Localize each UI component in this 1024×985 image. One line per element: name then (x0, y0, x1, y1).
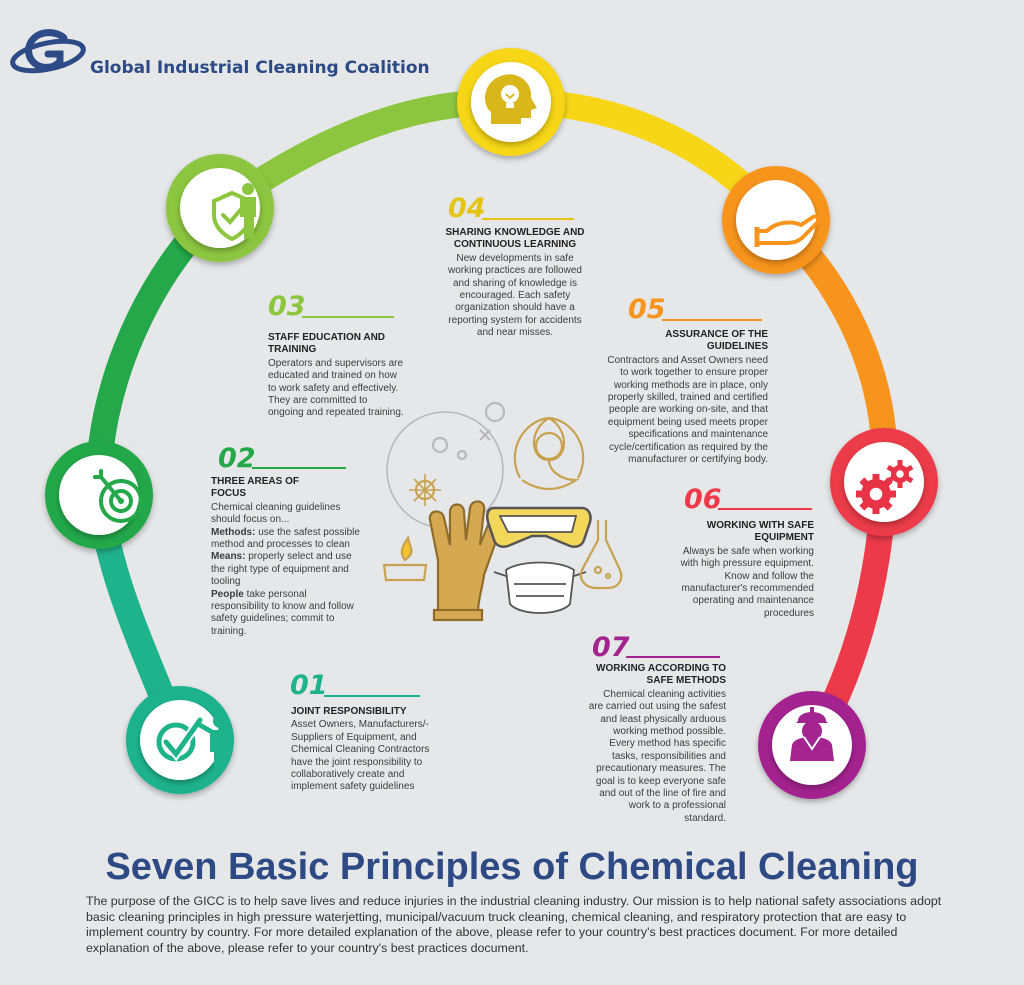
page-title: Seven Basic Principles of Chemical Clean… (105, 846, 919, 888)
principle-circle (45, 441, 153, 549)
principle-circle (722, 166, 830, 274)
principle-07-title: Working According to Safe Methods (596, 663, 726, 687)
gears-icon (856, 460, 914, 514)
underline-06 (718, 508, 812, 510)
principle-03-text: Staff Education and Training Operators a… (268, 332, 404, 420)
principle-01-body: Asset Owners, Manufacturers/- Suppliers … (291, 719, 430, 793)
burner-icon (382, 535, 428, 582)
gicc-globe-logo-icon (10, 29, 86, 74)
principle-07-body: Chemical cleaning activities are carried… (588, 688, 726, 824)
underline-04 (482, 218, 574, 220)
biohazard-symbol-icon (513, 416, 585, 491)
org-name: Global Industrial Cleaning Coalition (90, 58, 430, 78)
flask-icon (579, 520, 623, 590)
focus-item-means: Means: properly select and use the right… (211, 551, 352, 588)
gear-tooth (903, 474, 914, 484)
principle-02-title: Three Areas of Focus (211, 476, 299, 500)
goggles-icon (486, 506, 592, 548)
safety-equipment-illustration (382, 401, 623, 622)
principle-circle (166, 154, 274, 262)
principle-number-04: 04 (448, 193, 486, 224)
principle-07-text: Working According to Safe Methods Chemic… (586, 663, 726, 825)
principle-number-05: 05 (628, 294, 666, 325)
principle-01-text: Joint Responsibility Asset Owners, Manuf… (291, 706, 439, 794)
gear-tooth (903, 464, 914, 474)
principle-05-text: Assurance of the Guidelines Contractors … (604, 329, 768, 466)
gear-tooth (882, 500, 893, 511)
principle-04-text: Sharing Knowledge and Continuous Learnin… (440, 227, 590, 340)
principle-06-body: Always be safe when working with high pr… (680, 545, 814, 619)
gear-hole (896, 470, 904, 478)
shield-person-icon (212, 183, 256, 242)
principle-03-body: Operators and supervisors are educated a… (268, 357, 404, 419)
open-hand-icon (754, 214, 821, 247)
principle-02-text: Three Areas of Focus Chemical cleaning g… (211, 476, 363, 638)
principle-04-title: Sharing Knowledge and Continuous Learnin… (445, 227, 585, 251)
principle-06-text: Working with Safe Equipment Always be sa… (676, 520, 814, 620)
focus-item-people: People take personal responsibility to k… (211, 588, 354, 637)
worker-hardhat-icon (790, 707, 834, 761)
gear-tooth (886, 474, 897, 484)
principle-01-title: Joint Responsibility (291, 706, 407, 717)
target-dart-icon (93, 469, 143, 523)
principle-circles (45, 48, 938, 799)
principle-number-06: 06 (684, 484, 722, 515)
gear-tooth (888, 490, 896, 498)
gear-tooth (856, 490, 864, 498)
principle-03-title: Staff Education and Training (268, 332, 386, 356)
underline-05 (662, 319, 762, 321)
respirator-mask-icon (493, 561, 587, 614)
gear-tooth (872, 474, 880, 482)
glove-icon (428, 500, 504, 622)
checkmark-person-icon (156, 714, 230, 768)
gear-tooth (859, 500, 870, 511)
gear-hole (869, 487, 883, 501)
gear-tooth (897, 460, 903, 468)
principle-05-title: Assurance of the Guidelines (665, 329, 768, 353)
principle-number-03: 03 (268, 291, 306, 322)
page-description: The purpose of the GICC is to help save … (86, 894, 942, 955)
focus-item-methods: Methods: use the safest possible method … (211, 526, 360, 551)
head-lightbulb-icon (485, 74, 537, 124)
principle-04-body: New developments in safe working practic… (448, 252, 582, 339)
gear-tooth (886, 464, 897, 474)
principle-number-02: 02 (218, 443, 256, 474)
principle-06-title: Working with Safe Equipment (706, 520, 814, 544)
principle-02-intro: Chemical cleaning guidelines should focu… (211, 501, 341, 526)
gear-tooth (872, 506, 880, 514)
gear-tooth (897, 480, 903, 488)
underline-02 (252, 467, 346, 469)
underline-07 (626, 656, 720, 658)
underline-01 (324, 695, 420, 697)
principle-05-body: Contractors and Asset Owners need to wor… (607, 354, 768, 466)
underline-03 (302, 316, 394, 318)
principle-number-01: 01 (290, 670, 328, 701)
principle-number-07: 07 (592, 632, 630, 663)
gear-tooth (859, 477, 870, 488)
